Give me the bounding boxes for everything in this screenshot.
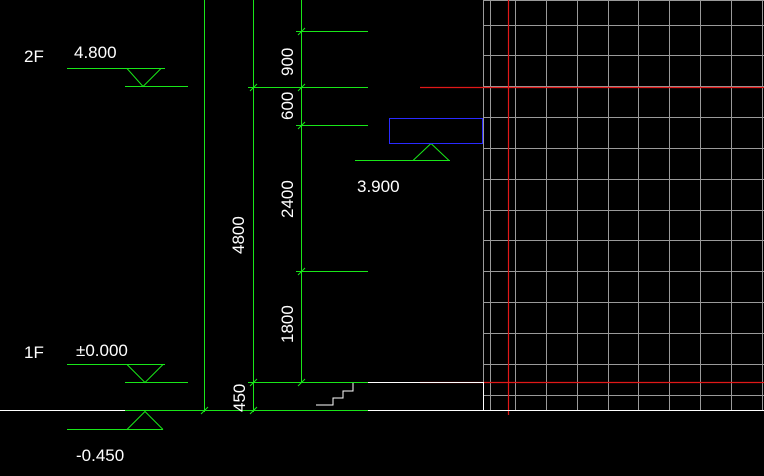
level-marker-ground — [67, 410, 164, 430]
window-sill-outline — [389, 118, 483, 144]
tick-mark — [249, 406, 258, 415]
tick-mark — [200, 406, 209, 415]
floor-2-label: 2F — [24, 47, 44, 66]
tick-mark — [297, 378, 306, 387]
dimension-segment-label: 450 — [230, 384, 249, 412]
level-markers — [67, 68, 483, 430]
tick-mark — [249, 378, 258, 387]
facade-grid — [483, 0, 764, 410]
floor-2-elevation: 4.800 — [74, 43, 117, 62]
dimension-labels: 4800 900 600 2400 1800 450 — [229, 48, 297, 412]
dimension-lines — [125, 0, 368, 415]
floor-labels: 2F 4.800 3.900 1F ±0.000 -0.450 — [24, 43, 400, 465]
tick-mark — [297, 27, 306, 36]
dimension-segment-label: 900 — [278, 48, 297, 76]
level-marker-1f — [67, 364, 188, 384]
tick-mark — [297, 121, 306, 130]
tick-mark — [297, 83, 306, 92]
dimension-segment-label: 1800 — [278, 305, 297, 343]
ground-elevation: -0.450 — [76, 446, 124, 465]
tick-mark — [297, 267, 306, 276]
tick-mark — [249, 83, 258, 92]
entrance-steps — [316, 383, 354, 406]
floor-1-elevation: ±0.000 — [76, 341, 128, 360]
floor-1-label: 1F — [24, 343, 44, 362]
ground-outline — [0, 382, 764, 411]
dimension-segment-label: 2400 — [278, 180, 297, 218]
dimension-segment-label: 600 — [278, 92, 297, 120]
level-marker-2f — [67, 68, 188, 88]
level-marker-window-sill — [355, 142, 483, 161]
dimension-overall-label: 4800 — [229, 216, 248, 254]
red-axis-lines — [420, 0, 764, 415]
window-sill-elevation: 3.900 — [357, 177, 400, 196]
